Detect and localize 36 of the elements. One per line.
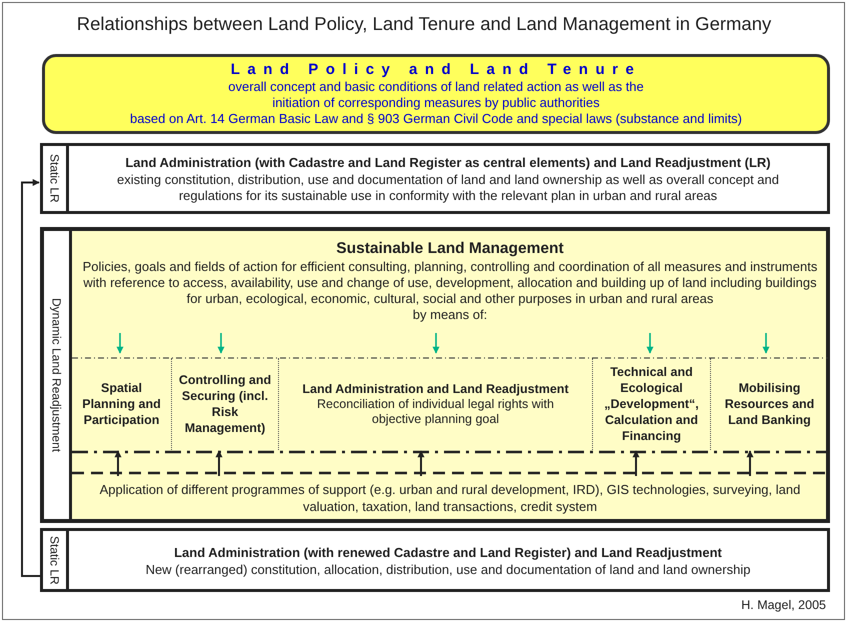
policy-heading: Land Policy and Land Tenure	[230, 62, 642, 78]
means-label: by means of:	[412, 307, 488, 323]
side-label: Dynamic Land Readjustment	[50, 298, 64, 452]
diagram-title: Relationships between Land Policy, Land Tenure and Land Management in Germany	[76, 12, 772, 36]
policy-description: overall concept and basic conditions of land related action as well as the initiation of corresponding measures by public authorities	[227, 78, 645, 110]
box-description: New (rearranged) constitution, allocation, distribution, use and documentation of land and land ownership	[146, 562, 750, 578]
arrow	[216, 450, 222, 476]
box-heading: Land Administration (with renewed Cadastre and Land Register) and Land Readjustment	[174, 544, 722, 562]
management-box	[40, 227, 830, 523]
box-heading: Land Administration (with Cadastre and Land Register as central elements) and Land Readjustment (LR)	[125, 154, 771, 172]
box-description: existing constitution, distribution, use and documentation of land and land ownership as well as overall concept and regulations for its sustainable use in conformity with the relevant plan in urban and rural areas	[116, 172, 780, 204]
arrow	[418, 450, 424, 476]
side-label: Static LR	[48, 536, 62, 584]
column-heading: Technical and Ecological „Development“, Calculation and Financing	[603, 364, 700, 444]
box-heading: Sustainable Land Management	[336, 239, 564, 259]
arrow	[116, 333, 124, 354]
arrow	[632, 450, 640, 476]
column-heading: Land Administration and Land Readjustment	[302, 381, 569, 397]
arrow	[114, 450, 122, 476]
column-heading: Mobilising Resources and Land Banking	[724, 380, 816, 428]
support-programmes-text: Application of different programmes of support (e.g. urban and rural development, IRD), GIS technologies, surveying, land valuation, taxation, land transactions, credit system	[98, 481, 802, 515]
column-heading: Controlling and Securing (incl. Risk Management)	[178, 372, 272, 436]
arrow	[762, 333, 770, 354]
static-lr-box	[40, 143, 830, 214]
arrow	[746, 450, 754, 476]
arrow	[432, 333, 440, 354]
column-heading: Spatial Planning and Participation	[81, 380, 162, 428]
side-label: Static LR	[48, 154, 62, 203]
arrow	[218, 333, 224, 354]
policy-box	[42, 54, 830, 134]
arrow	[21, 179, 40, 577]
legal-basis-text: based on Art. 14 German Basic Law and § 903 German Civil Code and special laws (substance and limits)	[130, 110, 742, 126]
column-description: Reconciliation of individual legal rights with objective planning goal	[316, 397, 555, 427]
arrow	[646, 333, 654, 354]
static-lr-box	[40, 528, 830, 592]
credit-label: H. Magel, 2005	[741, 597, 826, 613]
